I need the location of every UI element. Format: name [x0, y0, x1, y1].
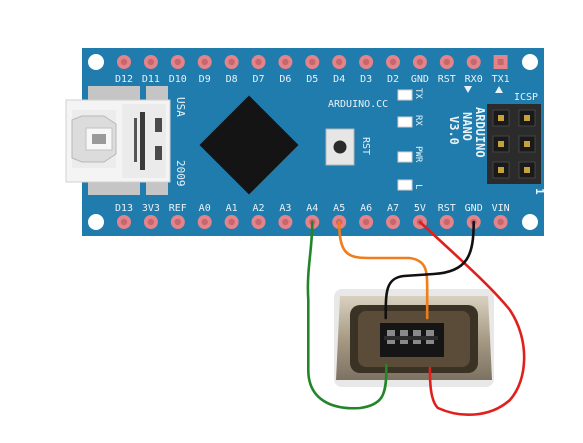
bottom-pin-a6	[359, 215, 374, 229]
bottom-pin-ref	[170, 215, 185, 229]
bottom-pin-label-a3: A3	[279, 203, 291, 214]
mounting-hole-top-left	[88, 54, 104, 70]
status-leds: TX RX PWR L	[397, 88, 423, 191]
led-tx-label: TX	[413, 88, 423, 99]
country-label: USA	[174, 97, 187, 117]
icsp-label: ICSP	[514, 92, 538, 103]
bottom-pin-a2	[251, 215, 266, 229]
bottom-pin-a1	[224, 215, 239, 229]
top-pin-d7	[251, 55, 266, 69]
bottom-pin-label-3v3: 3V3	[142, 203, 160, 214]
reset-button[interactable]	[325, 128, 355, 166]
board-name-line3: V3.0	[447, 116, 461, 145]
led-tx	[397, 89, 413, 101]
arrow-tx1-icon	[495, 86, 503, 93]
bottom-pin-label-5v: 5V	[414, 203, 426, 214]
top-pin-label-d5: D5	[306, 74, 318, 85]
top-pin-d10	[170, 55, 185, 69]
top-pin-label-rx0: RX0	[465, 74, 483, 85]
top-pin-rx0	[466, 55, 481, 69]
bottom-pin-rst	[439, 215, 454, 229]
top-pin-gnd	[412, 55, 427, 69]
top-pin-d12	[117, 55, 131, 69]
wire-a5	[337, 220, 429, 320]
top-pin-d8	[224, 55, 239, 69]
top-pin-label-d4: D4	[333, 74, 345, 85]
top-pin-label-d9: D9	[199, 74, 211, 85]
wire-gnd	[384, 220, 475, 320]
top-pin-label-d8: D8	[226, 74, 238, 85]
led-rx-label: RX	[413, 115, 423, 126]
top-pin-label-d6: D6	[279, 74, 291, 85]
led-rx	[397, 116, 413, 128]
bottom-pin-header: D13 3V3 REF A0 A1 A2 A3 A4 A5 A6 A7 5V RST GND VIN	[115, 203, 510, 229]
top-pin-d3	[359, 55, 374, 69]
top-pin-d6	[278, 55, 293, 69]
mounting-hole-bottom-left	[88, 214, 104, 230]
wire-a4	[306, 220, 388, 410]
bottom-pin-label-a5: A5	[333, 203, 345, 214]
board-name-line1: ARDUINO	[473, 107, 487, 158]
top-pin-d11	[143, 55, 158, 69]
top-pin-label-d3: D3	[360, 74, 372, 85]
bottom-pin-label-rst: RST	[438, 203, 456, 214]
mounting-hole-bottom-right	[522, 214, 538, 230]
top-pin-label-tx1: TX1	[492, 74, 510, 85]
board-name-line2: NANO	[460, 112, 474, 141]
bottom-pin-vin	[493, 215, 508, 229]
year-label: 2009	[174, 160, 187, 187]
top-pin-label-d11: D11	[142, 74, 160, 85]
led-l	[397, 179, 413, 191]
bottom-pin-label-a0: A0	[199, 203, 211, 214]
bottom-pin-a3	[278, 215, 293, 229]
top-pin-d5	[305, 55, 320, 69]
top-pin-header: D12 D11 D10 D9 D8 D7 D6 D5 D4 D3 D2 GND RST RX0 TX1	[115, 55, 510, 85]
sensor-module	[334, 289, 494, 387]
led-pwr	[397, 151, 413, 163]
top-pin-label-d2: D2	[387, 74, 399, 85]
mounting-hole-top-right	[522, 54, 538, 70]
arrow-rx0-icon	[464, 86, 472, 93]
top-pin-label-gnd: GND	[411, 74, 429, 85]
bottom-pin-a7	[386, 215, 400, 229]
bottom-pin-label-vin: VIN	[492, 203, 510, 214]
top-pin-d9	[197, 55, 212, 69]
top-pin-d2	[386, 55, 400, 69]
bottom-pin-label-a2: A2	[252, 203, 264, 214]
icsp-pin1-label: 1	[533, 188, 546, 195]
bottom-pin-a0	[197, 215, 212, 229]
wire-5v	[418, 220, 526, 416]
top-pin-tx1	[493, 55, 508, 69]
top-pin-label-rst: RST	[438, 74, 456, 85]
site-label: ARDUINO.CC	[328, 99, 388, 110]
bottom-pin-label-gnd: GND	[465, 203, 483, 214]
bottom-pin-label-a7: A7	[387, 203, 399, 214]
bottom-pin-3v3	[143, 215, 158, 229]
led-l-label: L	[413, 184, 423, 189]
bottom-pin-label-d13: D13	[115, 203, 133, 214]
bottom-pin-label-a6: A6	[360, 203, 372, 214]
top-pin-label-d7: D7	[252, 74, 264, 85]
bottom-pin-d13	[117, 215, 131, 229]
icsp-header	[487, 104, 541, 184]
top-pin-rst	[439, 55, 454, 69]
top-pin-label-d12: D12	[115, 74, 133, 85]
bottom-pin-label-ref: REF	[169, 203, 187, 214]
top-pin-d4	[332, 55, 347, 69]
wires	[306, 220, 526, 416]
reset-button-label: RST	[360, 137, 371, 155]
top-pin-label-d10: D10	[169, 74, 187, 85]
led-pwr-label: PWR	[413, 146, 423, 163]
bottom-pin-label-a4: A4	[306, 203, 318, 214]
usb-connector	[65, 86, 171, 195]
bottom-pin-label-a1: A1	[226, 203, 238, 214]
